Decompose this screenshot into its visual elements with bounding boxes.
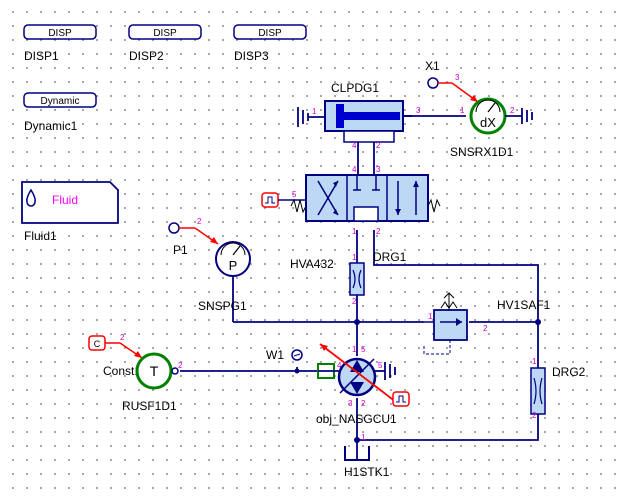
pin-label: 2	[352, 297, 357, 306]
safety-valve-hv1saf1[interactable]: HV1SAF1	[423, 292, 551, 355]
pin-label: 1	[352, 345, 357, 354]
pin-label: 4	[337, 361, 342, 370]
pin-label: 1	[532, 357, 537, 366]
pressure-sensor-snspg1[interactable]: P SNSPG1	[198, 241, 251, 313]
dynamic-block[interactable]: Dynamic Dynamic1	[23, 92, 97, 133]
wire-valve-a-right[interactable]	[373, 230, 539, 368]
pin-label: 5	[378, 361, 383, 370]
dynamic1-label: Dynamic1	[24, 119, 78, 133]
p1-signal[interactable]: P1	[168, 222, 219, 257]
disp2-block[interactable]: DISP DISP2	[128, 24, 202, 63]
valve-hva432[interactable]: HVA432	[261, 174, 441, 271]
pin-label: 1	[312, 107, 317, 116]
pin-label: 3	[376, 165, 381, 174]
rusf1d1-label: RUSF1D1	[122, 399, 177, 413]
disp1-label: DISP1	[24, 49, 59, 63]
droplet-icon	[26, 188, 36, 207]
dynamic-box-label: Dynamic	[41, 96, 80, 107]
disp1-block[interactable]: DISP DISP1	[23, 24, 97, 63]
pin-label: 2	[197, 217, 202, 226]
const1-block[interactable]: C Const1	[88, 335, 143, 378]
fluid1-label: Fluid1	[24, 229, 57, 243]
disp2-box-label: DISP	[153, 28, 177, 39]
h1stk1-label: H1STK1	[344, 465, 390, 479]
pin-label: 3	[455, 73, 460, 82]
nasgcu1-label: obj_NASGCU1	[316, 412, 397, 426]
junctions	[294, 319, 541, 443]
sensor-snsrx1d1[interactable]: dX SNSRX1D1	[450, 97, 533, 159]
drg2-label: DRG2	[552, 365, 586, 379]
w1-label: W1	[266, 348, 284, 362]
pin-label: 2	[510, 106, 515, 115]
pin-label: 3	[416, 106, 421, 115]
disp3-block[interactable]: DISP DISP3	[233, 24, 307, 63]
pin-label: 4	[352, 165, 357, 174]
w1-signal[interactable]: W1	[266, 348, 303, 362]
pin-label: 2	[532, 411, 537, 420]
pin-label: 5	[361, 345, 366, 354]
x1-label: X1	[425, 59, 440, 73]
pin-label: 5	[292, 190, 297, 199]
disp2-label: DISP2	[129, 49, 164, 63]
fluid-box-label: Fluid	[52, 193, 78, 207]
snsrx1d1-label: SNSRX1D1	[450, 145, 514, 159]
clpdg1-label: CLPDG1	[331, 81, 379, 95]
tank-h1stk1[interactable]: H1STK1	[344, 446, 390, 479]
wire-drg2-down[interactable]	[357, 414, 539, 441]
restrictor-drg2[interactable]: DRG2	[530, 365, 586, 415]
pin-label: 2	[361, 399, 366, 408]
hv1saf1-label: HV1SAF1	[497, 298, 551, 312]
disp3-label: DISP3	[234, 49, 269, 63]
disp1-box-label: DISP	[48, 28, 72, 39]
pin-label: 4	[352, 141, 357, 150]
pin-label: 1	[460, 106, 465, 115]
snspg1-label: SNSPG1	[198, 299, 247, 313]
pin-label: 1	[361, 433, 366, 442]
pin-label: 2	[483, 324, 488, 333]
cylinder-clpdg1[interactable]: CLPDG1	[297, 81, 412, 143]
drg1-label: DRG1	[373, 250, 407, 264]
pin-label: 2	[120, 333, 125, 342]
hva432-label: HVA432	[290, 257, 334, 271]
pin-label: 2	[376, 141, 381, 150]
dx-label: dX	[480, 115, 496, 130]
p-label: P	[229, 258, 238, 273]
c-label: C	[94, 339, 101, 349]
disp3-box-label: DISP	[258, 28, 282, 39]
const1-label: Const1	[103, 364, 141, 378]
x1-signal[interactable]: X1	[425, 59, 479, 103]
pin-label: 1	[352, 253, 357, 262]
t-label: T	[150, 363, 159, 379]
pin-label: 1	[352, 227, 357, 236]
restrictor-drg1[interactable]: DRG1	[349, 250, 407, 296]
pin-label: 1	[428, 312, 433, 321]
pin-label: 2	[376, 227, 381, 236]
fluid-block[interactable]: Fluid Fluid1	[21, 181, 119, 243]
pin-label: 3	[348, 399, 353, 408]
pin-label: 2	[178, 361, 183, 370]
pump-nasgcu1[interactable]: obj_NASGCU1	[316, 343, 410, 426]
p1-label: P1	[173, 243, 188, 257]
torque-source-rusf1d1[interactable]: T RUSF1D1	[122, 352, 179, 413]
